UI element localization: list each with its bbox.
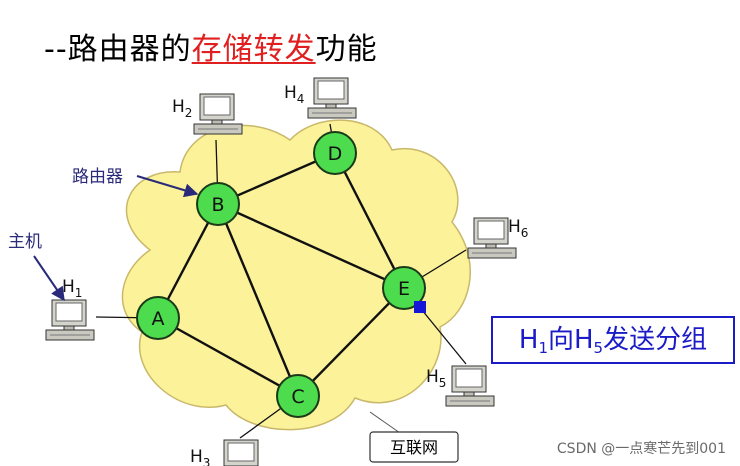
computer-icon <box>223 439 259 466</box>
internet-label-box <box>369 431 459 463</box>
router-label: 路由器 <box>72 167 123 187</box>
title-suffix: 功能 <box>315 32 378 67</box>
link-C-E <box>297 287 405 397</box>
link-B-C <box>216 203 300 397</box>
host-h6: H6 <box>467 217 528 259</box>
router-c: C <box>276 374 320 418</box>
caption-p2: 向H <box>547 325 594 355</box>
host-label-h4: H4 <box>284 83 304 106</box>
caption-s1: 1 <box>538 339 548 357</box>
host-subscript: 4 <box>297 92 305 106</box>
router-label-arrow <box>136 175 199 198</box>
host-letter: H <box>426 367 439 387</box>
host-subscript: 5 <box>439 376 447 390</box>
computer-icon <box>193 93 243 135</box>
slide-title: --路由器的存储转发功能 <box>44 24 378 68</box>
router-label-b: B <box>211 194 224 216</box>
router-label-e: E <box>398 278 410 300</box>
host-subscript: 1 <box>75 286 83 300</box>
host-letter: H <box>190 447 203 466</box>
computer-icon <box>307 77 357 119</box>
packet-marker <box>414 301 426 313</box>
host-h4: H4 <box>284 77 357 119</box>
caption-p1: H <box>518 325 539 355</box>
watermark: CSDN @一点寒芒先到001 <box>556 441 726 457</box>
internet-callout-line <box>369 411 401 434</box>
router-d: D <box>313 131 357 175</box>
host-h2: H2 <box>172 93 243 135</box>
host-subscript: 3 <box>203 456 211 466</box>
link-D-E <box>333 152 406 289</box>
computer-icon <box>45 299 95 341</box>
router-label-d: D <box>328 143 343 165</box>
host-h1: H1 <box>45 277 95 341</box>
host-label-h1: H1 <box>62 277 82 300</box>
host-letter: H <box>62 277 75 297</box>
caption-box: H1向H5发送分组 <box>491 316 735 364</box>
host-label-h5: H5 <box>426 367 446 390</box>
caption-p3: 发送分组 <box>603 325 708 355</box>
router-label-a: A <box>152 308 165 330</box>
host-label: 主机 <box>8 232 42 252</box>
host-subscript: 2 <box>185 106 193 120</box>
router-a: A <box>136 296 180 340</box>
host-subscript: 6 <box>521 226 529 240</box>
host-label-h6: H6 <box>508 217 528 240</box>
host-letter: H <box>284 83 297 103</box>
title-highlight: 存储转发 <box>191 32 316 67</box>
internet-label: 互联网 <box>390 438 438 457</box>
router-b: B <box>196 182 240 226</box>
host-label-h3: H3 <box>190 447 210 466</box>
host-h3: H3 <box>190 439 259 466</box>
router-label-c: C <box>291 386 304 408</box>
host-h5: H5 <box>426 365 495 407</box>
router-e: E <box>382 266 426 310</box>
computer-icon <box>445 365 495 407</box>
host-label-arrow <box>33 255 65 302</box>
link-A-C <box>157 316 299 398</box>
caption-s2: 5 <box>593 339 604 357</box>
link-B-E <box>217 202 405 290</box>
title-prefix: --路由器的 <box>44 32 192 67</box>
routers: A B C D E <box>136 131 426 418</box>
host-letter: H <box>172 97 185 117</box>
host-label-h2: H2 <box>172 97 192 120</box>
computer-icon <box>467 217 517 259</box>
host-letter: H <box>508 217 521 237</box>
